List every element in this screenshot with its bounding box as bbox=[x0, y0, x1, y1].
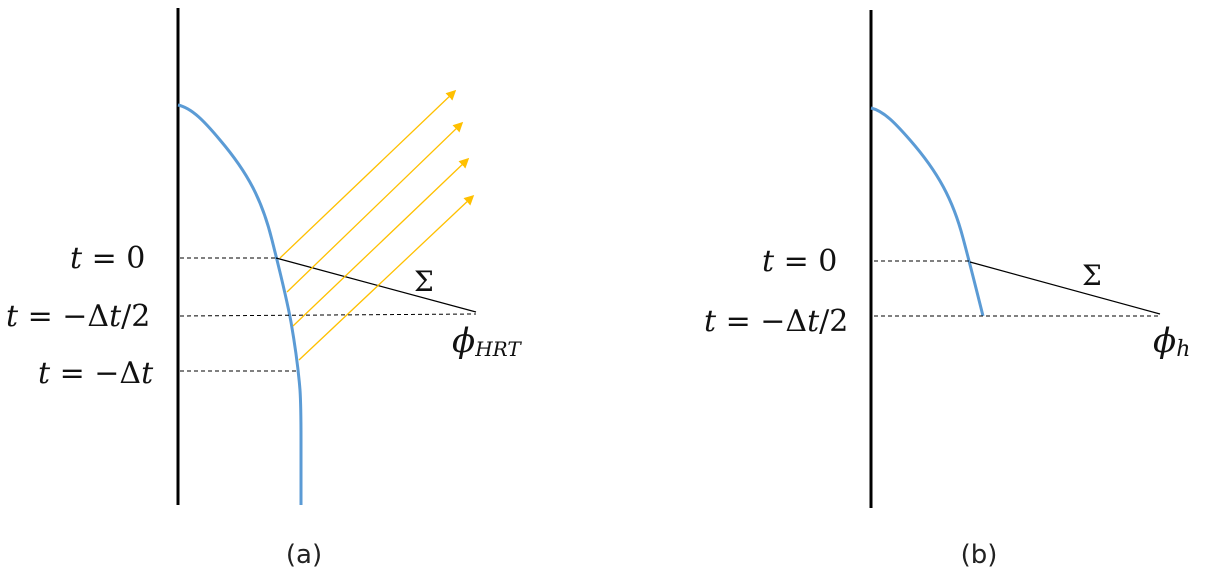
panel-a-ray-1 bbox=[279, 89, 457, 259]
panel-b-label-t0: t = 0 bbox=[762, 244, 837, 279]
panel-a-label-t0: t = 0 bbox=[70, 241, 145, 276]
panel-a-ray-2 bbox=[286, 121, 464, 293]
panel-a-phi-label: ϕHRT bbox=[452, 321, 522, 361]
panel-a-horizon-curve bbox=[177, 103, 303, 505]
panel-a-ray-4 bbox=[298, 194, 475, 361]
panel-a-label-tdt: t = −Δt bbox=[38, 356, 154, 391]
panel-a-caption: (a) bbox=[286, 540, 322, 570]
panel-a-sigma-line bbox=[275, 257, 477, 313]
panel-a-label-thalf: t = −Δt/2 bbox=[6, 299, 150, 334]
panel-b-caption: (b) bbox=[961, 540, 998, 570]
panel-b-label-thalf: t = −Δt/2 bbox=[704, 304, 848, 339]
panel-b-sigma-label: Σ bbox=[1082, 259, 1102, 292]
panel-a-guide-thalf bbox=[179, 313, 477, 317]
panel-a-ray-3 bbox=[292, 157, 470, 327]
panel-b-horizon-curve bbox=[870, 106, 985, 317]
panel-b-sigma-line bbox=[969, 261, 1161, 315]
panel-a: t = 0 t = −Δt/2 t = −Δt Σ ϕHRT (a) bbox=[6, 8, 522, 570]
panel-b-phi-label: ϕh bbox=[1153, 321, 1190, 362]
panel-a-sigma-label: Σ bbox=[414, 265, 434, 298]
panel-b: t = 0 t = −Δt/2 Σ ϕh (b) bbox=[704, 10, 1190, 570]
